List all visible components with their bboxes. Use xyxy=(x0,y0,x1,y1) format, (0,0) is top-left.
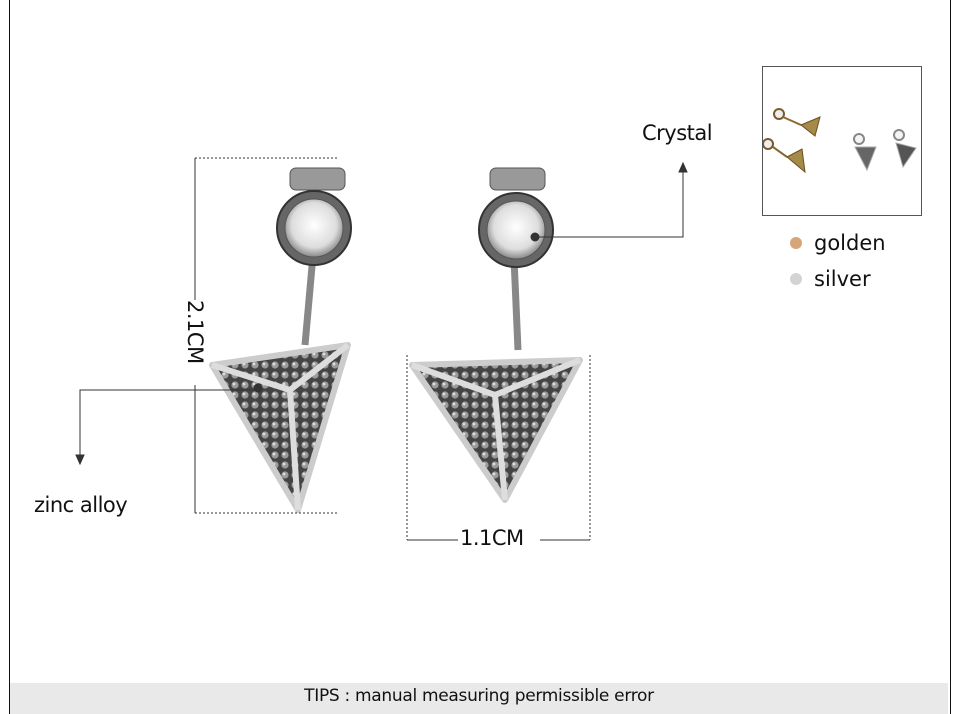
golden-earrings-thumb xyxy=(762,108,821,174)
earring-right xyxy=(409,167,583,503)
tips-banner: TIPS : manual measuring permissible erro… xyxy=(10,683,948,714)
legend-golden-label: golden xyxy=(814,231,886,255)
silver-swatch-icon xyxy=(790,273,802,285)
crystal-label: Crystal xyxy=(642,121,713,145)
height-dimension-label: 2.1CM xyxy=(183,300,207,364)
frame-right-border xyxy=(950,0,951,714)
legend-golden: golden xyxy=(790,231,886,255)
color-variants-thumbnail xyxy=(762,66,922,216)
zinc-alloy-label: zinc alloy xyxy=(34,493,128,517)
frame-left-border xyxy=(9,0,10,714)
legend-silver: silver xyxy=(790,267,871,291)
earring-left xyxy=(209,167,352,513)
dimension-lines xyxy=(75,157,688,541)
silver-earrings-thumb xyxy=(853,129,917,172)
width-dimension-label: 1.1CM xyxy=(460,526,524,550)
golden-swatch-icon xyxy=(790,237,802,249)
legend-silver-label: silver xyxy=(814,267,871,291)
